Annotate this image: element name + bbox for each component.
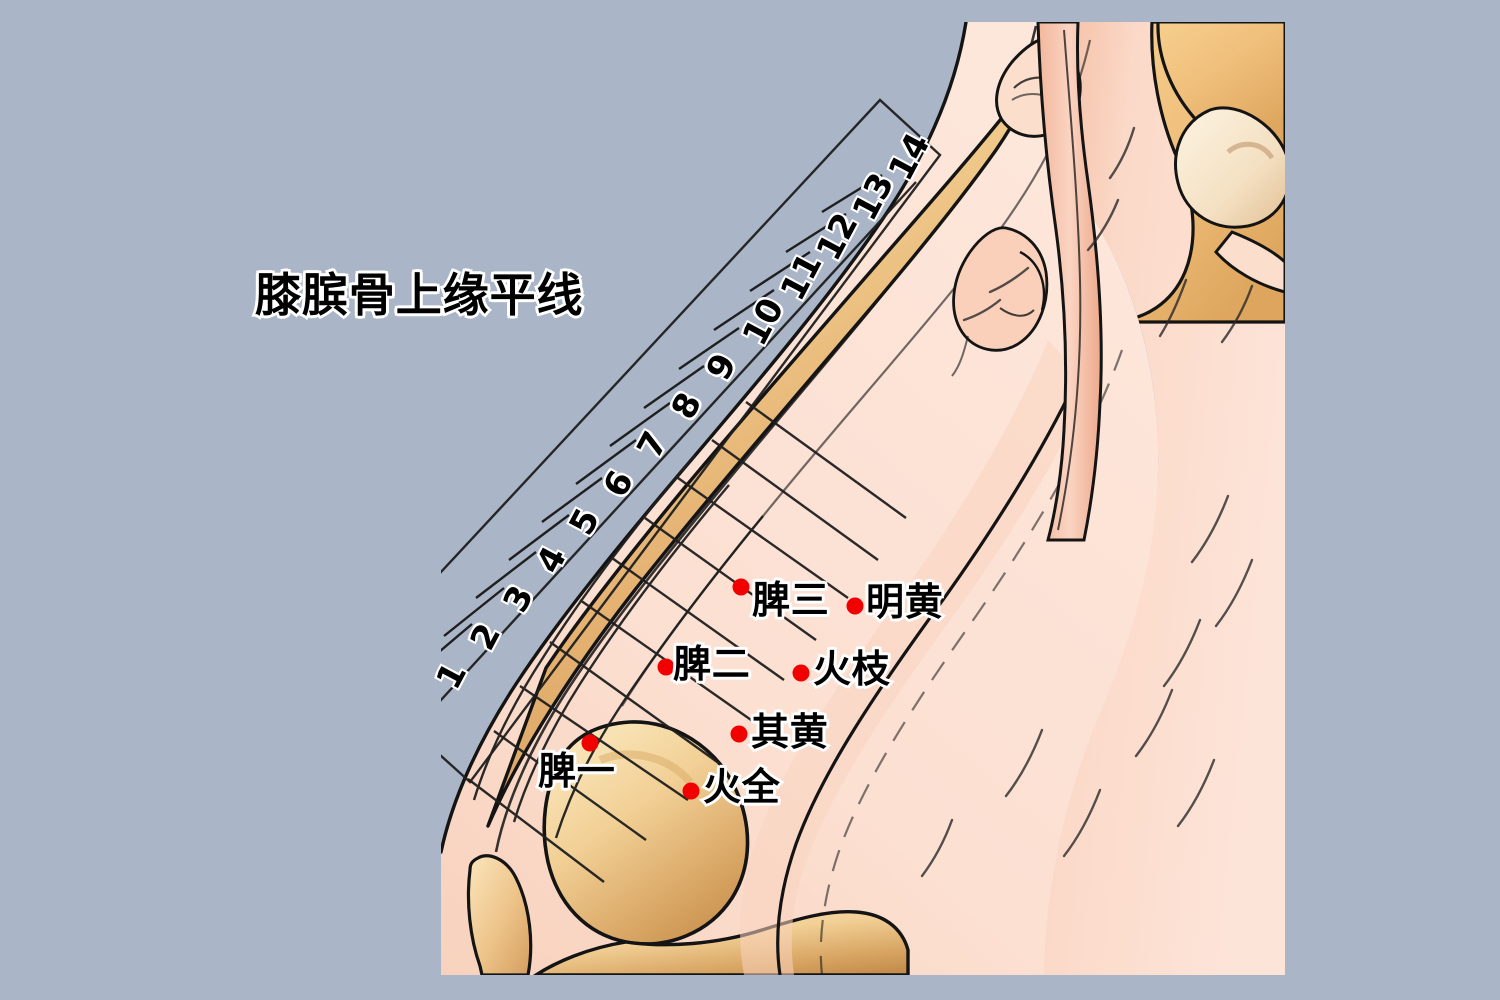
page-title: 膝膑骨上缘平线 — [252, 268, 585, 322]
acupoint-label-pi-er: 脾二 — [671, 642, 753, 686]
acupoint-marker-huo-zhi[interactable] — [792, 664, 810, 682]
acupoint-marker-ming-huang[interactable] — [846, 597, 864, 615]
acupoint-label-huo-quan: 火全 — [701, 765, 783, 809]
acupoint-marker-pi-san[interactable] — [732, 578, 750, 596]
acupoint-label-huo-zhi: 火枝 — [811, 647, 893, 691]
acupoint-label-ming-huang: 明黄 — [864, 580, 946, 624]
acupoint-marker-huo-quan[interactable] — [682, 782, 700, 800]
acupoint-marker-qi-huang[interactable] — [730, 725, 748, 743]
acupoint-marker-pi-yi[interactable] — [581, 734, 599, 752]
acupoint-label-qi-huang: 其黄 — [749, 710, 831, 754]
acupoint-marker-pi-er[interactable] — [657, 658, 675, 676]
acupoint-label-pi-san: 脾三 — [750, 578, 832, 622]
acupoint-label-pi-yi: 脾一 — [536, 749, 618, 793]
